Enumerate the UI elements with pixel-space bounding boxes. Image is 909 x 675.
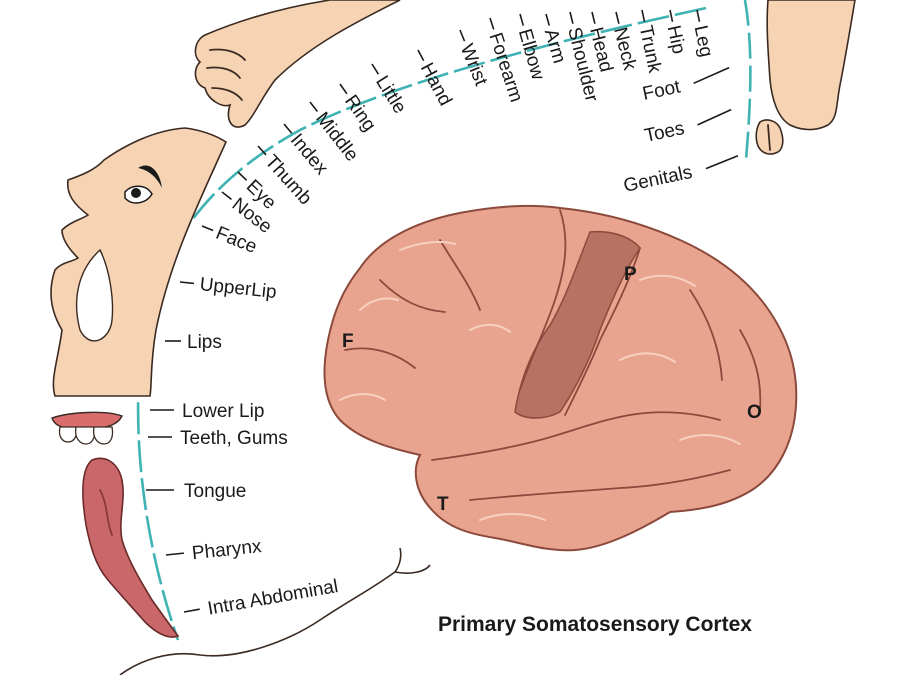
cortex-arc bbox=[743, 0, 752, 161]
face-illustration bbox=[50, 127, 228, 397]
label-lower-lip: Lower Lip bbox=[182, 401, 264, 422]
label-pharynx: Pharynx bbox=[191, 536, 263, 564]
label-little: Little bbox=[371, 72, 410, 117]
label-group-left: UpperLip Lips Lower Lip Teeth, Gums Tong… bbox=[146, 274, 340, 620]
label-hand: Hand bbox=[416, 59, 456, 109]
lobe-temporal-label: T bbox=[437, 494, 449, 515]
label-group-right: Foot Toes Genitals bbox=[622, 66, 739, 197]
label-genitals: Genitals bbox=[622, 162, 695, 197]
label-tongue: Tongue bbox=[184, 481, 246, 502]
label-wrist: Wrist bbox=[456, 41, 492, 89]
abdomen-outline bbox=[119, 547, 431, 675]
label-foot: Foot bbox=[641, 76, 683, 105]
brain-illustration bbox=[323, 204, 798, 552]
cortex-arc bbox=[136, 6, 707, 641]
label-toes: Toes bbox=[643, 118, 687, 147]
hand-illustration bbox=[194, 0, 401, 128]
lobe-occipital-label: O bbox=[747, 402, 762, 423]
label-leg: Leg bbox=[690, 24, 717, 59]
diagram-title: Primary Somatosensory Cortex bbox=[438, 613, 752, 636]
teeth-illustration bbox=[51, 411, 123, 445]
lobe-parietal-label: P bbox=[624, 264, 637, 285]
label-trunk: Trunk bbox=[635, 24, 666, 76]
postcentral-gyrus bbox=[514, 230, 641, 419]
label-hip: Hip bbox=[663, 24, 689, 56]
label-upperlip: UpperLip bbox=[199, 274, 278, 303]
label-intra-abdominal: Intra Abdominal bbox=[206, 576, 340, 620]
lobe-frontal-label: F bbox=[342, 331, 354, 352]
leg-illustration bbox=[755, 0, 856, 155]
label-teeth-gums: Teeth, Gums bbox=[180, 428, 288, 449]
tongue-illustration bbox=[82, 457, 180, 638]
label-lips: Lips bbox=[187, 332, 222, 353]
